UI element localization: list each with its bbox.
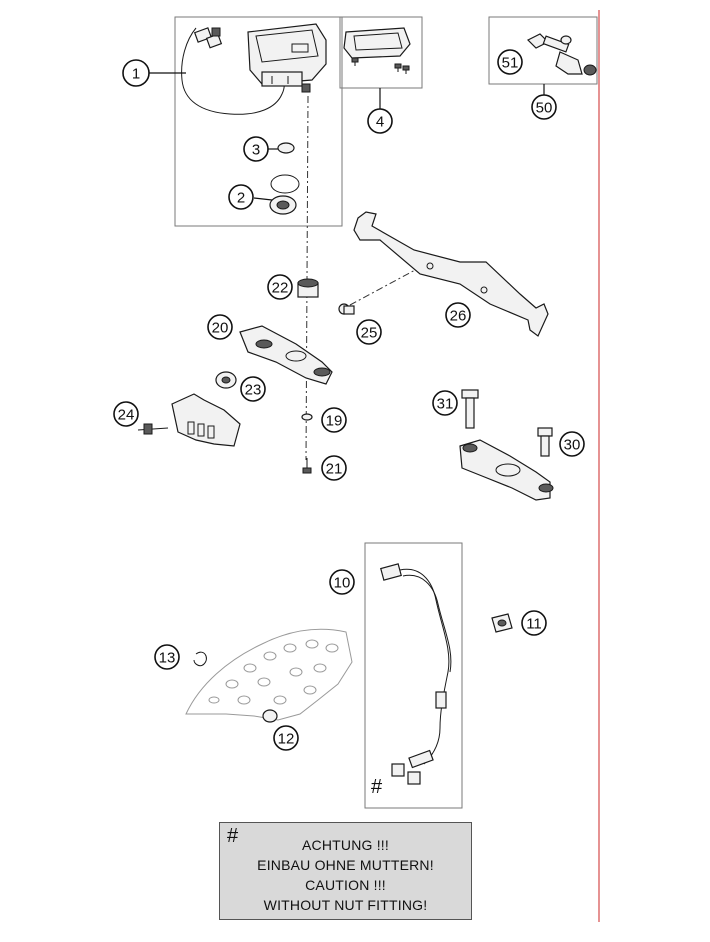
callout-1: 1 bbox=[122, 59, 150, 87]
callout-50: 50 bbox=[531, 94, 557, 120]
callout-30: 30 bbox=[559, 431, 585, 457]
svg-text:50: 50 bbox=[536, 100, 553, 117]
svg-text:13: 13 bbox=[159, 650, 176, 667]
speedometer-group-box bbox=[174, 16, 343, 227]
screw-part bbox=[302, 458, 312, 474]
note-line-2: EINBAU OHNE MUTTERN! bbox=[257, 857, 434, 873]
damper-part bbox=[215, 371, 237, 389]
svg-text:4: 4 bbox=[376, 114, 384, 131]
magnet-part bbox=[491, 613, 513, 633]
grommet-part bbox=[269, 174, 300, 215]
warning-note-box: # ACHTUNG !!! EINBAU OHNE MUTTERN! CAUTI… bbox=[219, 822, 472, 920]
svg-text:25: 25 bbox=[361, 325, 378, 342]
callout-26: 26 bbox=[445, 302, 471, 328]
callout-13: 13 bbox=[154, 644, 180, 670]
callout-51: 51 bbox=[497, 49, 523, 75]
spacer-part bbox=[338, 303, 355, 315]
cap-part bbox=[277, 142, 295, 154]
callout-25: 25 bbox=[356, 319, 382, 345]
svg-text:20: 20 bbox=[212, 320, 229, 337]
callout-21: 21 bbox=[321, 455, 347, 481]
svg-text:10: 10 bbox=[334, 575, 351, 592]
callout-24: 24 bbox=[113, 401, 139, 427]
rubber-damper-part bbox=[297, 278, 319, 298]
nut-part bbox=[262, 709, 278, 723]
alt-holder-part bbox=[459, 439, 554, 501]
svg-text:22: 22 bbox=[272, 280, 289, 297]
hash-marker: # bbox=[371, 776, 383, 798]
svg-text:24: 24 bbox=[118, 407, 135, 424]
svg-text:21: 21 bbox=[326, 461, 343, 478]
svg-text:51: 51 bbox=[502, 55, 519, 72]
speed-sensor-part bbox=[380, 563, 452, 769]
svg-text:2: 2 bbox=[237, 190, 245, 207]
plate-part bbox=[137, 393, 241, 447]
note-line-1: ACHTUNG !!! bbox=[302, 837, 389, 853]
note-line-4: WITHOUT NUT FITTING! bbox=[263, 897, 428, 913]
svg-text:12: 12 bbox=[278, 731, 295, 748]
lower-holder-part bbox=[239, 325, 333, 385]
svg-text:30: 30 bbox=[564, 437, 581, 454]
callout-4: 4 bbox=[367, 108, 393, 134]
svg-text:11: 11 bbox=[526, 616, 542, 633]
svg-text:31: 31 bbox=[437, 396, 454, 413]
note-hash-symbol: # bbox=[227, 825, 239, 847]
ignition-lock-part bbox=[526, 33, 597, 76]
circlip-part bbox=[193, 651, 207, 667]
callout-3: 3 bbox=[243, 136, 269, 162]
callout-2: 2 bbox=[228, 184, 254, 210]
vertical-axis-line bbox=[305, 95, 309, 461]
note-line-3: CAUTION !!! bbox=[305, 877, 386, 893]
speedometer-cover-part bbox=[343, 27, 411, 74]
brake-disc-outline bbox=[185, 628, 353, 721]
speed-sensor-group-box bbox=[364, 542, 463, 809]
svg-text:23: 23 bbox=[245, 382, 262, 399]
svg-text:19: 19 bbox=[326, 413, 343, 430]
bracket-part bbox=[353, 211, 549, 337]
svg-text:26: 26 bbox=[450, 308, 467, 325]
callout-22: 22 bbox=[267, 274, 293, 300]
svg-text:3: 3 bbox=[252, 142, 260, 159]
callout-31: 31 bbox=[432, 390, 458, 416]
nuts-part bbox=[391, 763, 421, 785]
svg-text:1: 1 bbox=[132, 66, 140, 83]
pin-part bbox=[461, 389, 479, 429]
bolt-part bbox=[537, 427, 553, 457]
speedometer-part bbox=[181, 23, 327, 115]
callout-23: 23 bbox=[240, 376, 266, 402]
callout-10: 10 bbox=[329, 569, 355, 595]
washer-part bbox=[301, 413, 313, 421]
callout-20: 20 bbox=[207, 314, 233, 340]
callout-11: 11 bbox=[521, 610, 547, 636]
callout-12: 12 bbox=[273, 725, 299, 751]
callout-19: 19 bbox=[321, 407, 347, 433]
speedometer-cover-group-box bbox=[339, 16, 423, 89]
ignition-lock-group-box bbox=[488, 16, 598, 85]
